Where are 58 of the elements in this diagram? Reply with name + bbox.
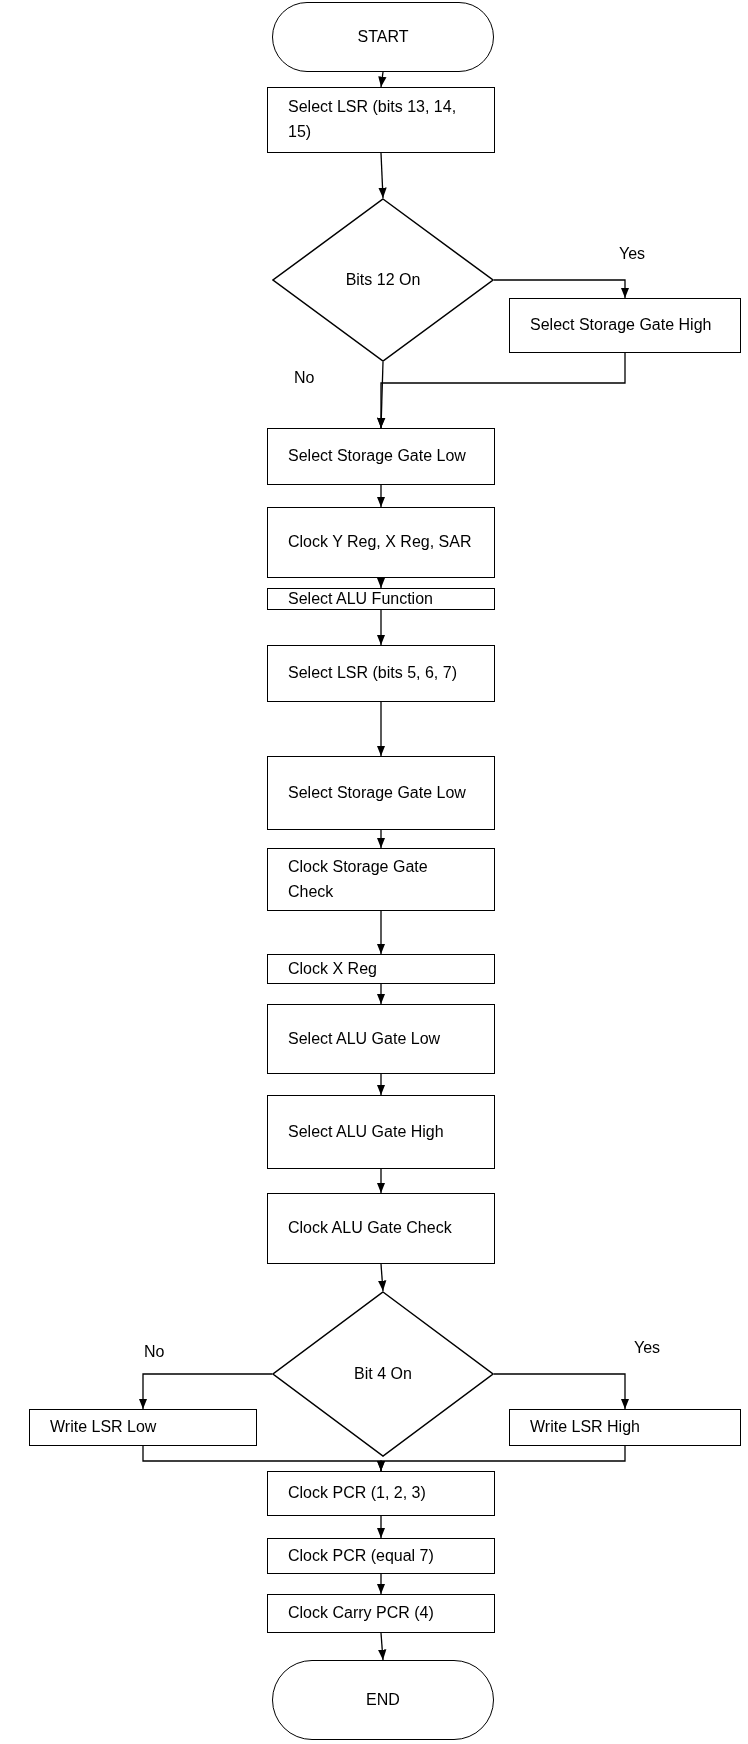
arrow [138,1373,273,1410]
process-text: Select Storage Gate Low [288,446,467,467]
arrow [378,1632,387,1661]
arrow [378,152,387,199]
process-text: Select Storage Gate High [530,315,713,336]
arrow [376,1573,386,1595]
process-text: Write LSR High [530,1417,641,1438]
process-box [267,87,495,153]
decision-text: Bits 12 On [345,270,421,290]
process-box [267,507,495,578]
process-box [509,298,741,353]
process-box [29,1409,257,1446]
process-box [267,1594,495,1633]
arrow [376,910,386,955]
arrow [376,829,386,849]
process-text: Select ALU Gate Low [288,1028,442,1049]
arrow [493,1373,630,1410]
process-box [267,1095,495,1169]
process-text: Write LSR Low [50,1417,158,1438]
arrow [376,484,386,508]
process-box [267,1538,495,1574]
arrow [376,1073,386,1096]
arrow [376,701,386,757]
process-box [267,848,495,911]
process-box [267,1471,495,1516]
arrow [376,1515,386,1539]
arrow [378,1263,387,1292]
process-box [267,1193,495,1264]
process-box [509,1409,741,1446]
process-text: Select Storage Gate Low [288,782,467,803]
process-box [267,1004,495,1074]
decision-text: Bit 4 On [354,1364,412,1384]
process-text: Select LSR (bits 13, 14, 15) [288,97,458,142]
process-text: Select LSR (bits 5, 6, 7) [288,663,458,684]
arrow [376,1168,386,1194]
process-box [267,645,495,702]
process-text: Clock Carry PCR (4) [288,1603,435,1624]
arrow [376,1445,626,1472]
arrow [493,279,630,299]
terminal-text: END [366,1690,400,1710]
process-box [267,756,495,830]
arrow [376,352,626,429]
arrow [378,71,387,88]
process-text: Clock PCR (equal 7) [288,1545,435,1566]
process-text: Clock Storage Gate Check [288,856,429,902]
terminal-text: START [357,27,409,47]
process-text: Clock PCR (1, 2, 3) [288,1483,427,1504]
process-text: Select ALU Function [288,588,434,609]
arrow [376,609,386,646]
process-box [267,954,495,984]
process-text: Clock X Reg [288,958,378,979]
process-box [267,428,495,485]
process-text: Clock ALU Gate Check [288,1218,453,1239]
process-box [267,588,495,610]
process-text: Select ALU Gate High [288,1121,445,1142]
arrow [376,983,386,1005]
arrow [376,577,386,589]
process-text: Clock Y Reg, X Reg, SAR [288,532,473,553]
